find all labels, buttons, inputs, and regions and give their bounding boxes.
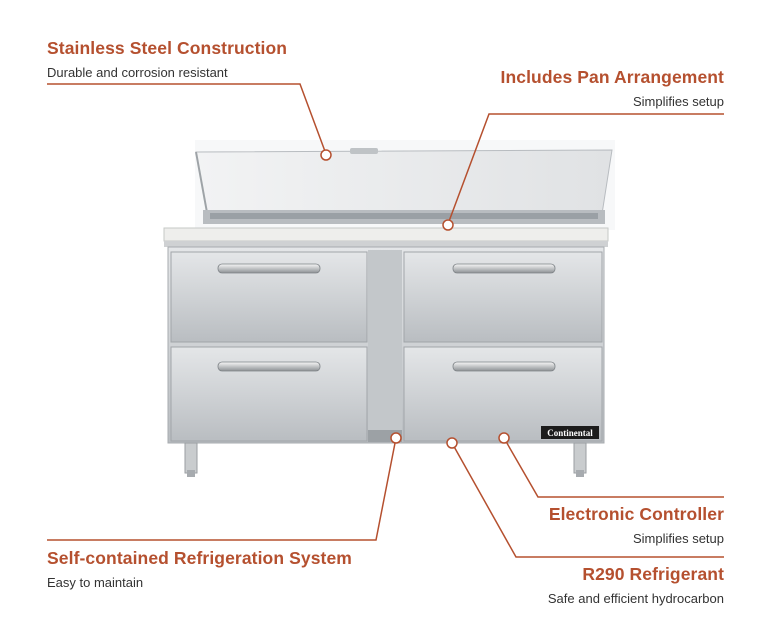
callout-title: Electronic Controller — [548, 504, 724, 524]
callout-subtitle: Safe and efficient hydrocarbon — [547, 591, 724, 606]
cutting-board — [163, 227, 609, 247]
callout-stainless-steel: Stainless Steel Construction Durable and… — [47, 38, 287, 80]
open-lid — [195, 148, 613, 219]
brand-badge: Continental — [541, 426, 599, 439]
callout-pan-arrangement: Includes Pan Arrangement Simplifies setu… — [501, 67, 724, 109]
callout-subtitle: Durable and corrosion resistant — [47, 65, 228, 80]
callout-subtitle: Simplifies setup — [632, 531, 724, 546]
callout-subtitle: Easy to maintain — [47, 575, 144, 590]
callout-r290-refrigerant: R290 Refrigerant Safe and efficient hydr… — [548, 564, 724, 606]
callout-title: Self-contained Refrigeration System — [47, 548, 352, 568]
callout-title: Includes Pan Arrangement — [500, 67, 724, 87]
legs — [184, 442, 587, 477]
callout-electronic-controller: Electronic Controller Simplifies setup — [549, 504, 724, 546]
brand-badge-text: Continental — [547, 428, 593, 438]
drawer-bottom-right — [403, 346, 603, 442]
pan-rail — [203, 210, 605, 224]
drawer-bottom-left — [170, 346, 368, 442]
callout-refrigeration-system: Self-contained Refrigeration System Easy… — [47, 548, 352, 590]
drawer-top-left — [170, 251, 368, 343]
callout-markers — [320, 149, 510, 449]
callout-leaders — [47, 83, 724, 558]
drawer-top-right — [403, 251, 603, 343]
callout-title: Stainless Steel Construction — [47, 38, 288, 58]
callout-subtitle: Simplifies setup — [632, 94, 724, 109]
callout-title: R290 Refrigerant — [582, 564, 724, 584]
